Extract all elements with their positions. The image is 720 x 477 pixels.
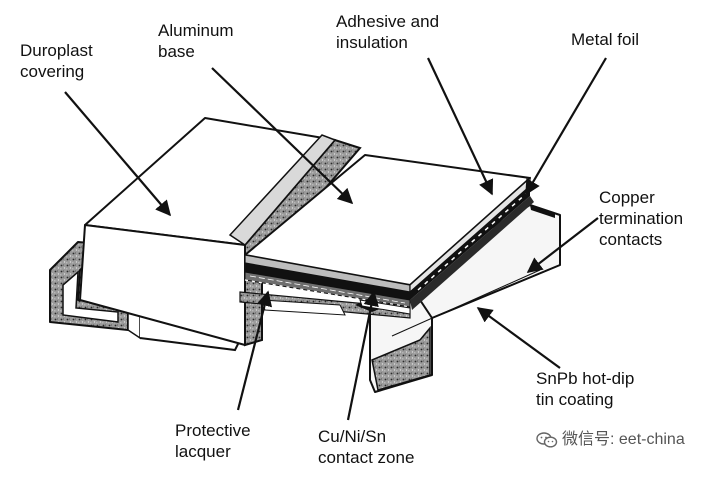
wechat-icon: [536, 432, 558, 448]
label-line: Metal foil: [571, 30, 640, 49]
leader-aluminum: [211, 67, 354, 205]
label-line: Adhesive and: [336, 12, 440, 31]
label-snpb-tin-coating: SnPb hot-dip tin coating: [536, 368, 634, 410]
label-line: Duroplast: [20, 41, 93, 60]
layer-stack: [244, 186, 534, 310]
label-line: Protective: [175, 421, 251, 440]
label-line: covering: [20, 62, 85, 81]
label-adhesive-insulation: Adhesive and insulation: [336, 11, 439, 53]
label-line: contacts: [599, 230, 663, 249]
leader-cunisn: [346, 290, 379, 421]
leader-duroplast: [64, 91, 171, 217]
watermark: 微信号: eet-china: [536, 430, 685, 450]
watermark-text: 微信号: eet-china: [562, 431, 685, 448]
leader-metal-foil: [525, 57, 607, 196]
label-aluminum-base: Aluminum base: [158, 20, 234, 62]
label-metal-foil: Metal foil: [571, 29, 639, 50]
label-line: lacquer: [175, 442, 231, 461]
leader-lines: [64, 57, 607, 421]
label-line: Aluminum: [158, 21, 234, 40]
label-duroplast-covering: Duroplast covering: [20, 40, 93, 82]
label-line: tin coating: [536, 390, 614, 409]
label-line: insulation: [336, 33, 408, 52]
leader-lacquer: [236, 290, 273, 411]
label-line: contact zone: [318, 448, 415, 467]
label-line: termination: [599, 209, 684, 228]
label-copper-termination: Copper termination contacts: [599, 187, 683, 250]
aluminum-base: [244, 154, 531, 294]
leader-adhesive: [427, 57, 494, 196]
label-line: base: [158, 42, 195, 61]
leader-copper: [526, 217, 599, 273]
right-termination: [359, 204, 561, 393]
label-contact-zone: Cu/Ni/Sn contact zone: [318, 426, 414, 468]
label-protective-lacquer: Protective lacquer: [175, 420, 251, 462]
leader-snpb: [476, 307, 561, 369]
label-line: Cu/Ni/Sn: [318, 427, 387, 446]
label-line: SnPb hot-dip: [536, 369, 635, 388]
label-line: Copper: [599, 188, 655, 207]
